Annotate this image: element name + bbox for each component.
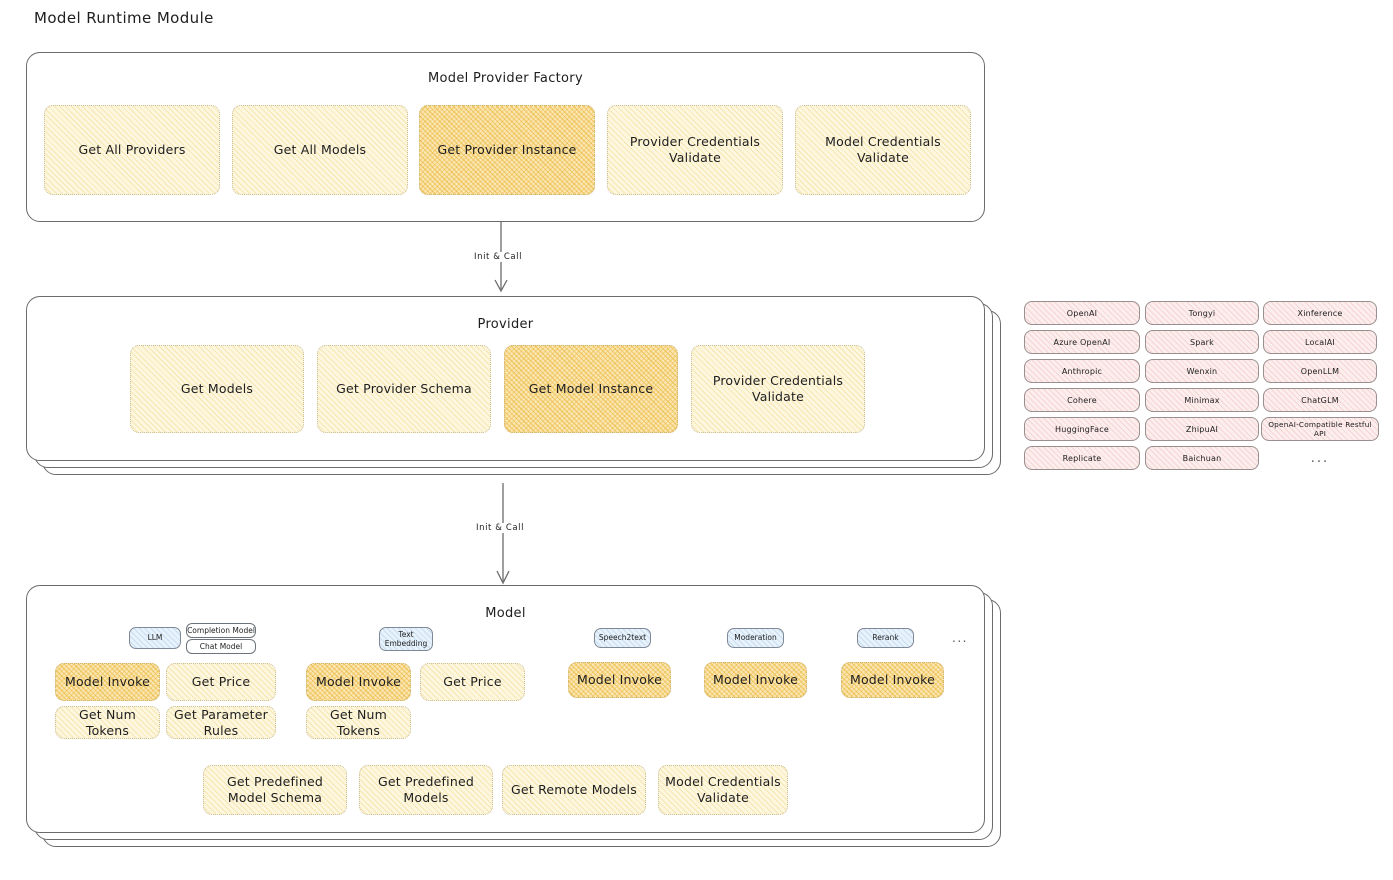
factory-node-provider-credentials-validate[interactable]: Provider Credentials Validate [607, 105, 783, 195]
provider-pill-chatglm[interactable]: ChatGLM [1263, 388, 1377, 412]
text-embedding-method-get-num-tokens[interactable]: Get Num Tokens [306, 706, 411, 739]
factory-node-get-all-models[interactable]: Get All Models [232, 105, 408, 195]
provider-node-get-provider-schema[interactable]: Get Provider Schema [317, 345, 491, 433]
llm-method-model-invoke[interactable]: Model Invoke [55, 663, 160, 701]
llm-method-get-parameter-rules[interactable]: Get Parameter Rules [166, 706, 276, 739]
edge-label-provider-to-model: Init & Call [473, 523, 528, 533]
provider-node-get-models[interactable]: Get Models [130, 345, 304, 433]
provider-pill-zhipuai[interactable]: ZhipuAI [1145, 417, 1259, 441]
model-type-badge-llm[interactable]: LLM [129, 627, 181, 649]
model-type-badge-rerank[interactable]: Rerank [857, 628, 914, 648]
model-subtype-badge-chat-model[interactable]: Chat Model [186, 639, 256, 654]
model-type-badge-moderation[interactable]: Moderation [727, 628, 784, 648]
factory-node-model-credentials-validate[interactable]: Model Credentials Validate [795, 105, 971, 195]
provider-pill-xinference[interactable]: Xinference [1263, 301, 1377, 325]
text-embedding-method-model-invoke[interactable]: Model Invoke [306, 663, 411, 701]
llm-method-get-price[interactable]: Get Price [166, 663, 276, 701]
provider-node-get-model-instance[interactable]: Get Model Instance [504, 345, 678, 433]
provider-pill-spark[interactable]: Spark [1145, 330, 1259, 354]
model-common-method-get-remote-models[interactable]: Get Remote Models [502, 765, 646, 815]
factory-node-get-provider-instance[interactable]: Get Provider Instance [419, 105, 595, 195]
model-common-method-get-predefined-models[interactable]: Get Predefined Models [359, 765, 493, 815]
provider-pill-wenxin[interactable]: Wenxin [1145, 359, 1259, 383]
model-subtype-badge-completion-model[interactable]: Completion Model [186, 623, 256, 638]
provider-pill-openllm[interactable]: OpenLLM [1263, 359, 1377, 383]
provider-pill-anthropic[interactable]: Anthropic [1024, 359, 1140, 383]
rerank-method-model-invoke[interactable]: Model Invoke [841, 662, 944, 698]
text-embedding-method-get-price[interactable]: Get Price [420, 663, 525, 701]
provider-pill-tongyi[interactable]: Tongyi [1145, 301, 1259, 325]
provider-pill-localai[interactable]: LocalAI [1263, 330, 1377, 354]
provider-node-provider-credentials-validate[interactable]: Provider Credentials Validate [691, 345, 865, 433]
model-common-method-get-predefined-model-schema[interactable]: Get Predefined Model Schema [203, 765, 347, 815]
provider-pill-azure-openai[interactable]: Azure OpenAI [1024, 330, 1140, 354]
model-type-badge-text-embedding[interactable]: Text Embedding [379, 627, 433, 651]
model-common-method-model-credentials-validate[interactable]: Model Credentials Validate [658, 765, 788, 815]
provider-pill-cohere[interactable]: Cohere [1024, 388, 1140, 412]
factory-node-get-all-providers[interactable]: Get All Providers [44, 105, 220, 195]
provider-pill-more: ... [1310, 450, 1330, 466]
page-title: Model Runtime Module [34, 9, 214, 27]
model-provider-factory-title: Model Provider Factory [428, 71, 583, 86]
moderation-method-model-invoke[interactable]: Model Invoke [704, 662, 807, 698]
provider-pill-minimax[interactable]: Minimax [1145, 388, 1259, 412]
provider-pill-replicate[interactable]: Replicate [1024, 446, 1140, 470]
speech2text-method-model-invoke[interactable]: Model Invoke [568, 662, 671, 698]
model-type-badge-speech2text[interactable]: Speech2text [594, 628, 651, 648]
provider-pill-baichuan[interactable]: Baichuan [1145, 446, 1259, 470]
provider-pill-openai-compatible-restful-api[interactable]: OpenAI-Compatible Restful API [1261, 417, 1379, 441]
provider-pill-huggingface[interactable]: HuggingFace [1024, 417, 1140, 441]
model-title: Model [485, 606, 526, 621]
provider-pill-openai[interactable]: OpenAI [1024, 301, 1140, 325]
edge-label-factory-to-provider: Init & Call [471, 252, 526, 262]
llm-method-get-num-tokens[interactable]: Get Num Tokens [55, 706, 160, 739]
provider-title: Provider [477, 317, 534, 332]
model-types-more-indicator: ... [952, 631, 968, 645]
